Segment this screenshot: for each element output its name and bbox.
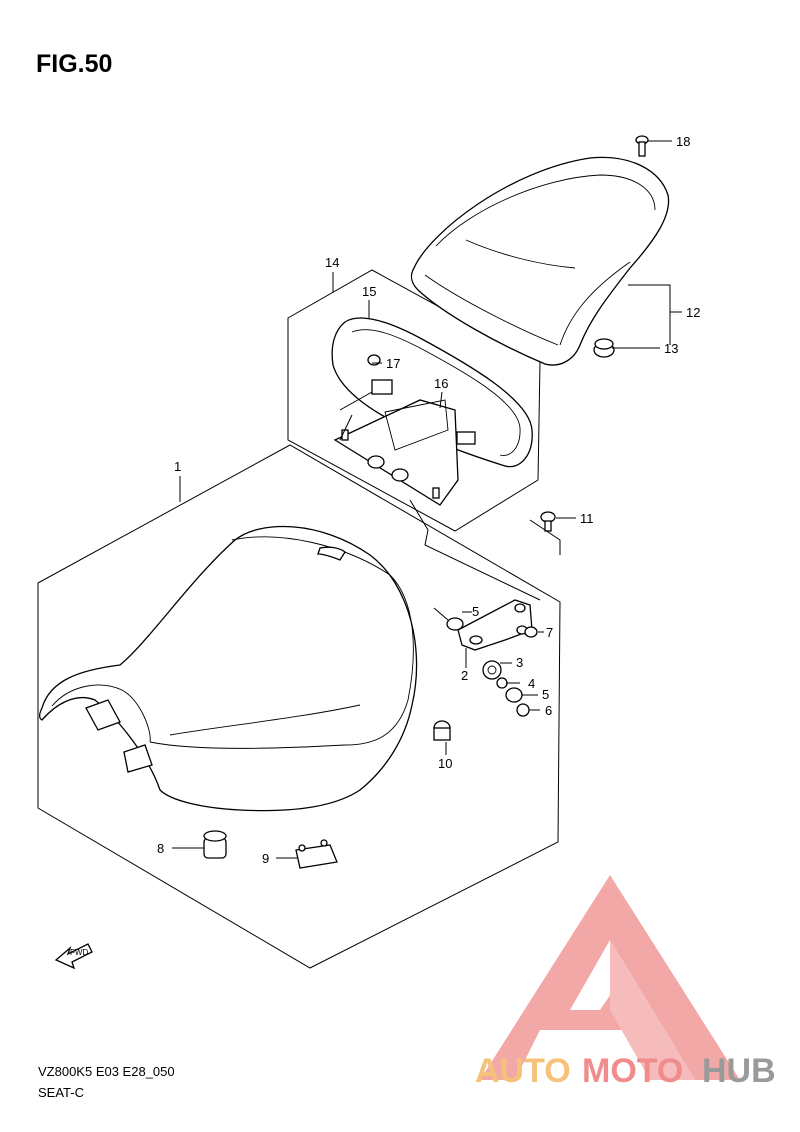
plate-2: [457, 599, 533, 651]
bolt-18: [635, 135, 649, 157]
callout-10: 10: [438, 756, 452, 771]
callout-8: 8: [157, 841, 164, 856]
logo-word-moto: MOTO: [582, 1052, 683, 1090]
callout-4: 4: [528, 676, 535, 691]
cushion-10: [433, 720, 451, 741]
leader-lines: [172, 140, 682, 859]
nut-6: [516, 703, 530, 717]
callout-16: 16: [434, 376, 448, 391]
automotohub-logo: AUTO MOTO HUB: [475, 875, 776, 1090]
callout-11: 11: [580, 511, 594, 526]
figure-title: FIG.50: [36, 50, 113, 78]
fwd-label: FWD: [70, 948, 88, 957]
callout-9: 9: [262, 851, 269, 866]
bolt-11: [540, 511, 556, 532]
nut-7: [524, 626, 538, 638]
washer-5b: [505, 687, 523, 703]
callout-1: 1: [174, 459, 181, 474]
main-seat: [39, 525, 418, 812]
fwd-arrow-icon: FWD: [54, 943, 93, 970]
bracket-group-frame: [287, 269, 541, 532]
callout-5-top: 5: [472, 604, 479, 619]
pillion-seat: [410, 156, 670, 366]
callout-3: 3: [516, 655, 523, 670]
callout-7: 7: [546, 625, 553, 640]
cushion-9: [295, 839, 338, 869]
logo-triangle-icon: [480, 875, 740, 1080]
seat-group-frame: [37, 444, 561, 969]
section-name: SEAT-C: [38, 1085, 84, 1100]
grommet-13: [593, 338, 615, 358]
cushion-8: [203, 830, 227, 859]
logo-word-hub: HUB: [702, 1052, 776, 1090]
collar-4: [496, 677, 508, 689]
damper-3: [482, 660, 502, 680]
washer-5a: [446, 617, 464, 631]
callout-6: 6: [545, 703, 552, 718]
callout-12: 12: [686, 305, 700, 320]
callout-14: 14: [325, 255, 339, 270]
callout-18: 18: [676, 134, 690, 149]
callout-17: 17: [386, 356, 400, 371]
seat-bracket-assembly: [331, 317, 533, 506]
callout-2: 2: [461, 668, 468, 683]
logo-word-auto: AUTO: [475, 1052, 571, 1090]
callout-13: 13: [664, 341, 678, 356]
callout-15: 15: [362, 284, 376, 299]
callout-5-bottom: 5: [542, 687, 549, 702]
model-code: VZ800K5 E03 E28_050: [38, 1064, 175, 1079]
